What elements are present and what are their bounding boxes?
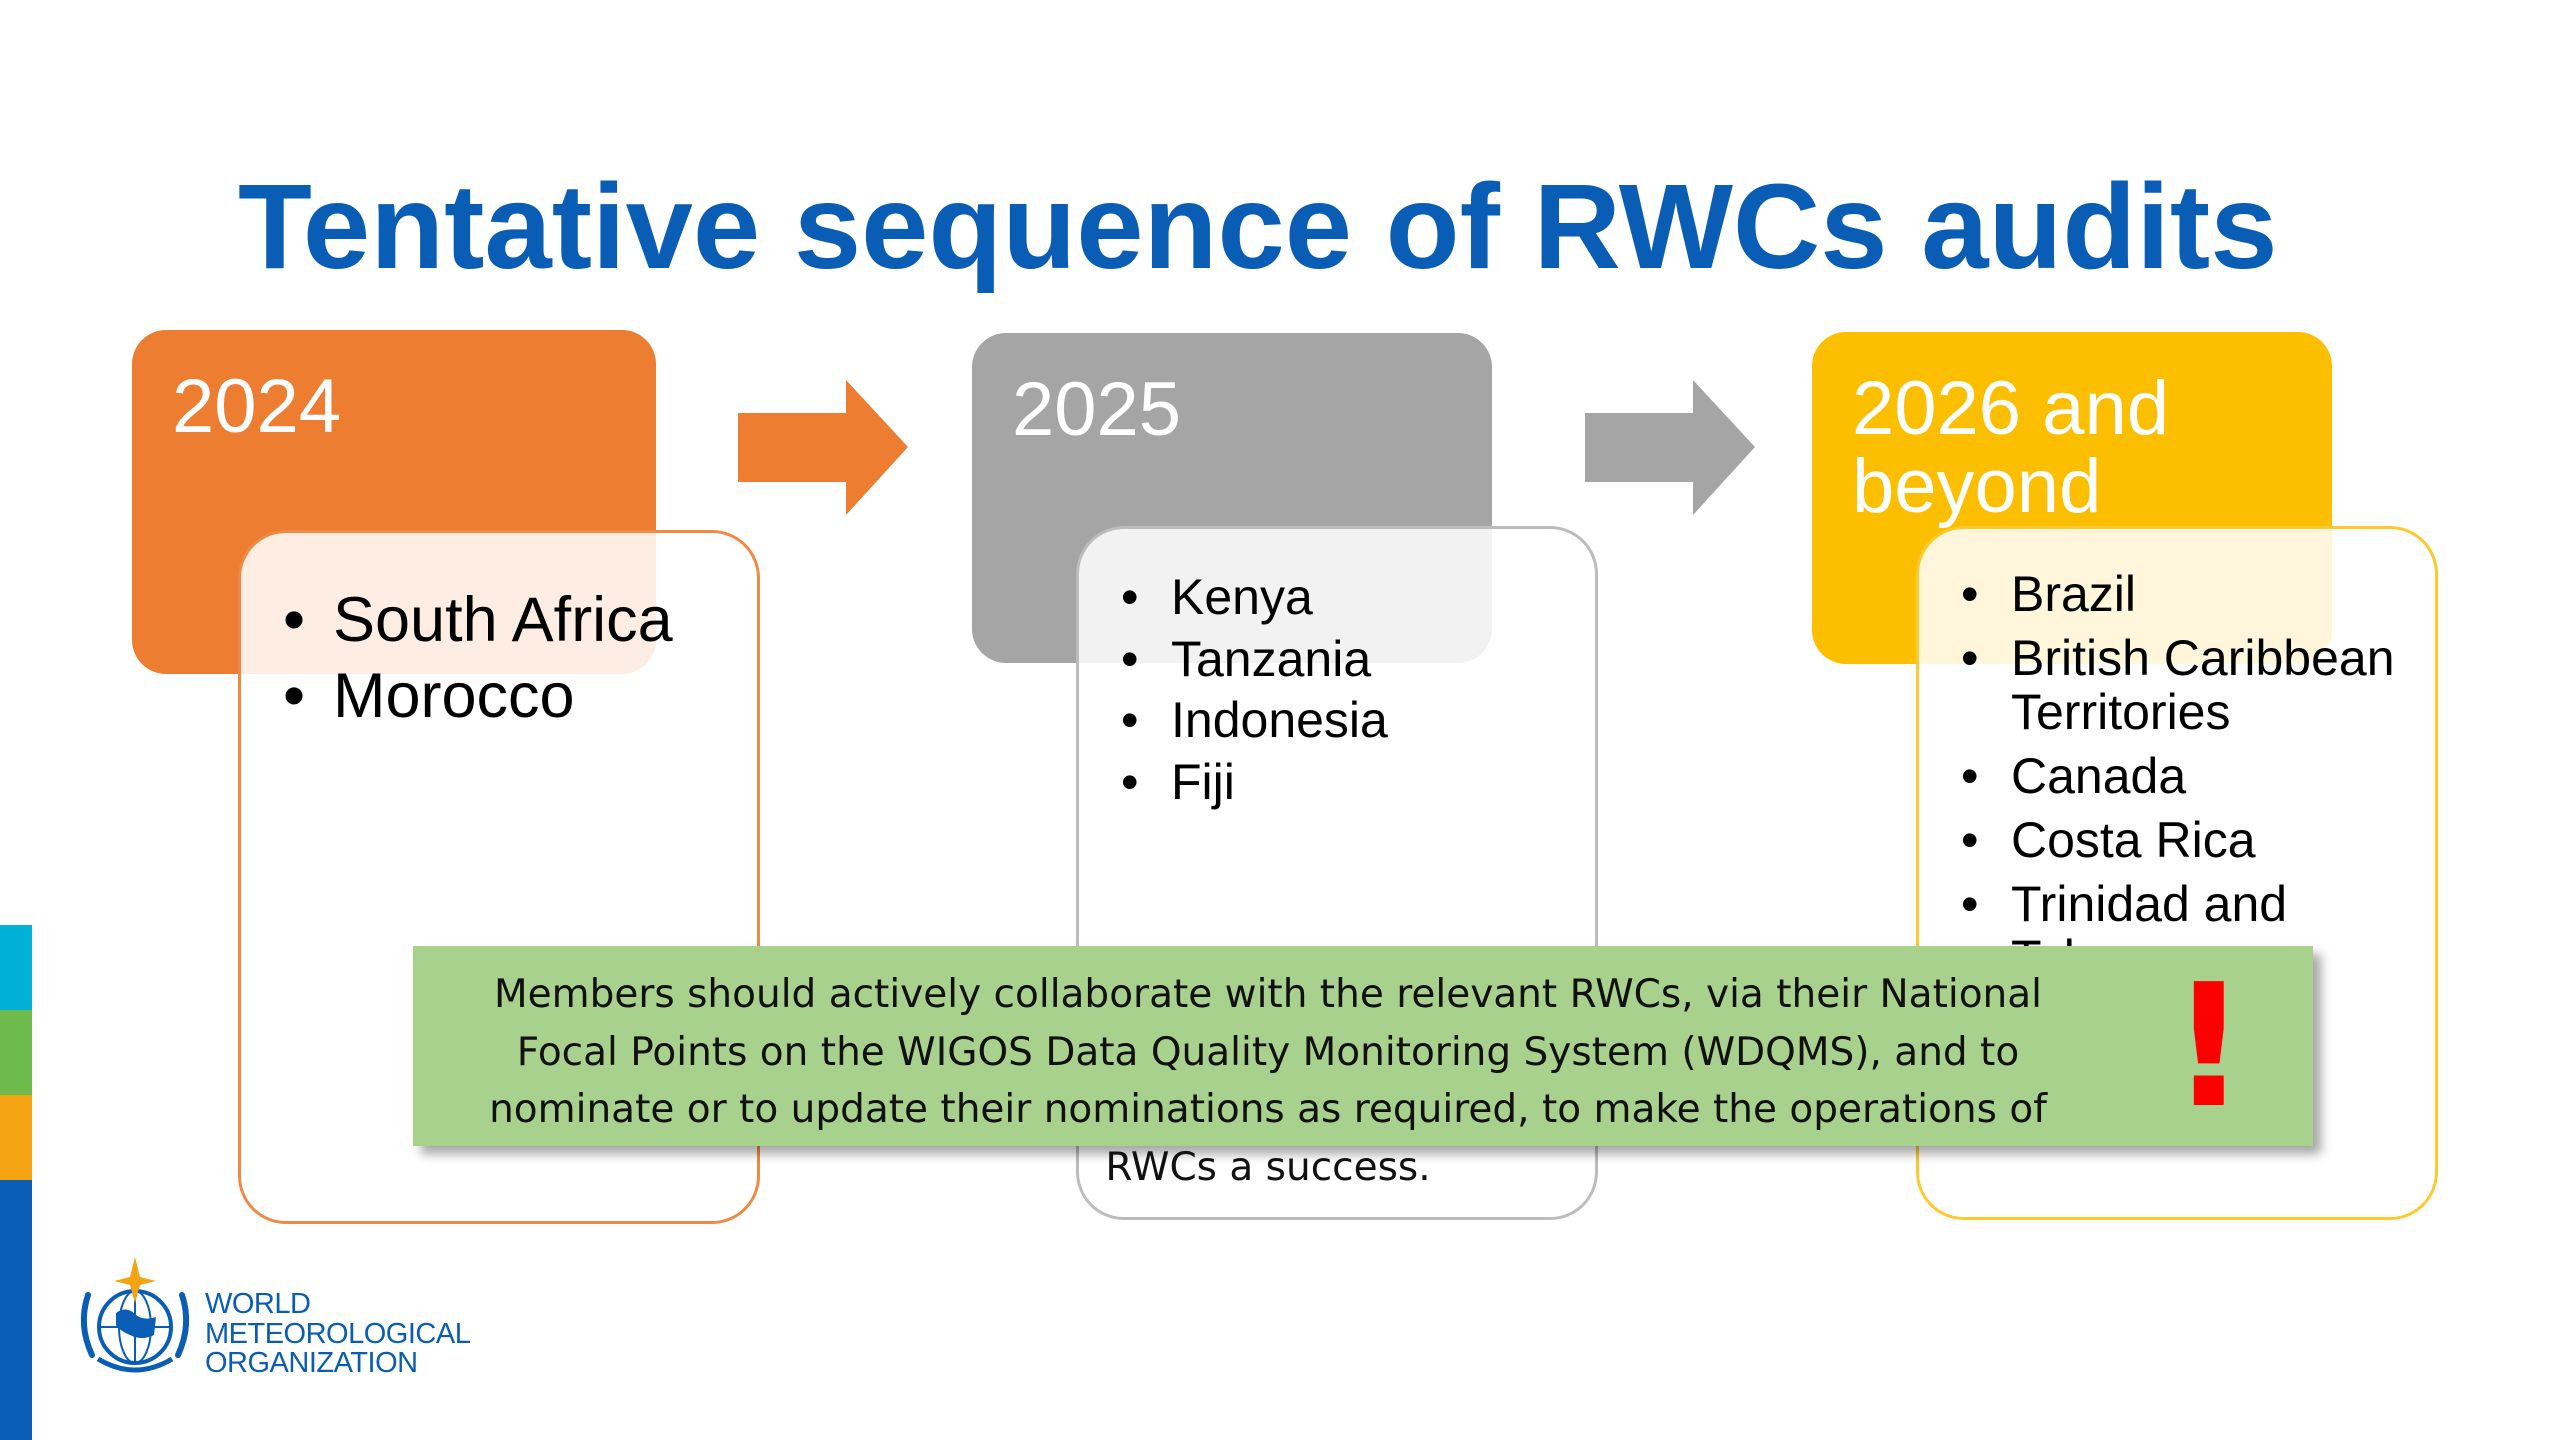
side-bar-segment — [0, 1095, 32, 1180]
country-item: Tanzania — [1121, 629, 1575, 691]
exclamation-icon: ! — [2170, 948, 2248, 1146]
side-bar-segment — [0, 1180, 32, 1440]
organization-name: WORLD METEOROLOGICAL ORGANIZATION — [205, 1288, 471, 1380]
country-item: Canada — [1961, 749, 2425, 803]
side-bar-segment — [0, 1010, 32, 1095]
side-bar-segment — [0, 925, 32, 1010]
stage-year-label: 2024 — [172, 364, 342, 449]
country-item: Brazil — [1961, 567, 2425, 621]
country-list: South Africa Morocco — [283, 583, 737, 734]
country-list: Brazil British Caribbean Territories Can… — [1961, 567, 2425, 985]
organization-name-line: ORGANIZATION — [205, 1347, 418, 1380]
right-arrow-icon — [1585, 380, 1755, 515]
country-item: Fiji — [1121, 752, 1575, 814]
organization-name-line: METEOROLOGICAL — [205, 1317, 471, 1350]
country-item: Costa Rica — [1961, 813, 2425, 867]
country-item: British Caribbean Territories — [1961, 631, 2425, 739]
country-item: Morocco — [283, 659, 737, 735]
country-list: Kenya Tanzania Indonesia Fiji — [1121, 567, 1575, 813]
country-item: South Africa — [283, 583, 737, 659]
right-arrow-icon — [738, 380, 908, 515]
country-item: Kenya — [1121, 567, 1575, 629]
collaboration-note: Members should actively collaborate with… — [413, 946, 2313, 1190]
page-title: Tentative sequence of RWCs audits — [238, 158, 2278, 294]
country-item: Indonesia — [1121, 690, 1575, 752]
organization-name-line: WORLD — [205, 1288, 311, 1320]
note-text: Members should actively collaborate with… — [489, 972, 2047, 1191]
stage-year-label: 2026 and beyond — [1852, 366, 2169, 530]
stage-year-label: 2025 — [1012, 367, 1182, 452]
wmo-emblem-icon — [80, 1257, 190, 1373]
